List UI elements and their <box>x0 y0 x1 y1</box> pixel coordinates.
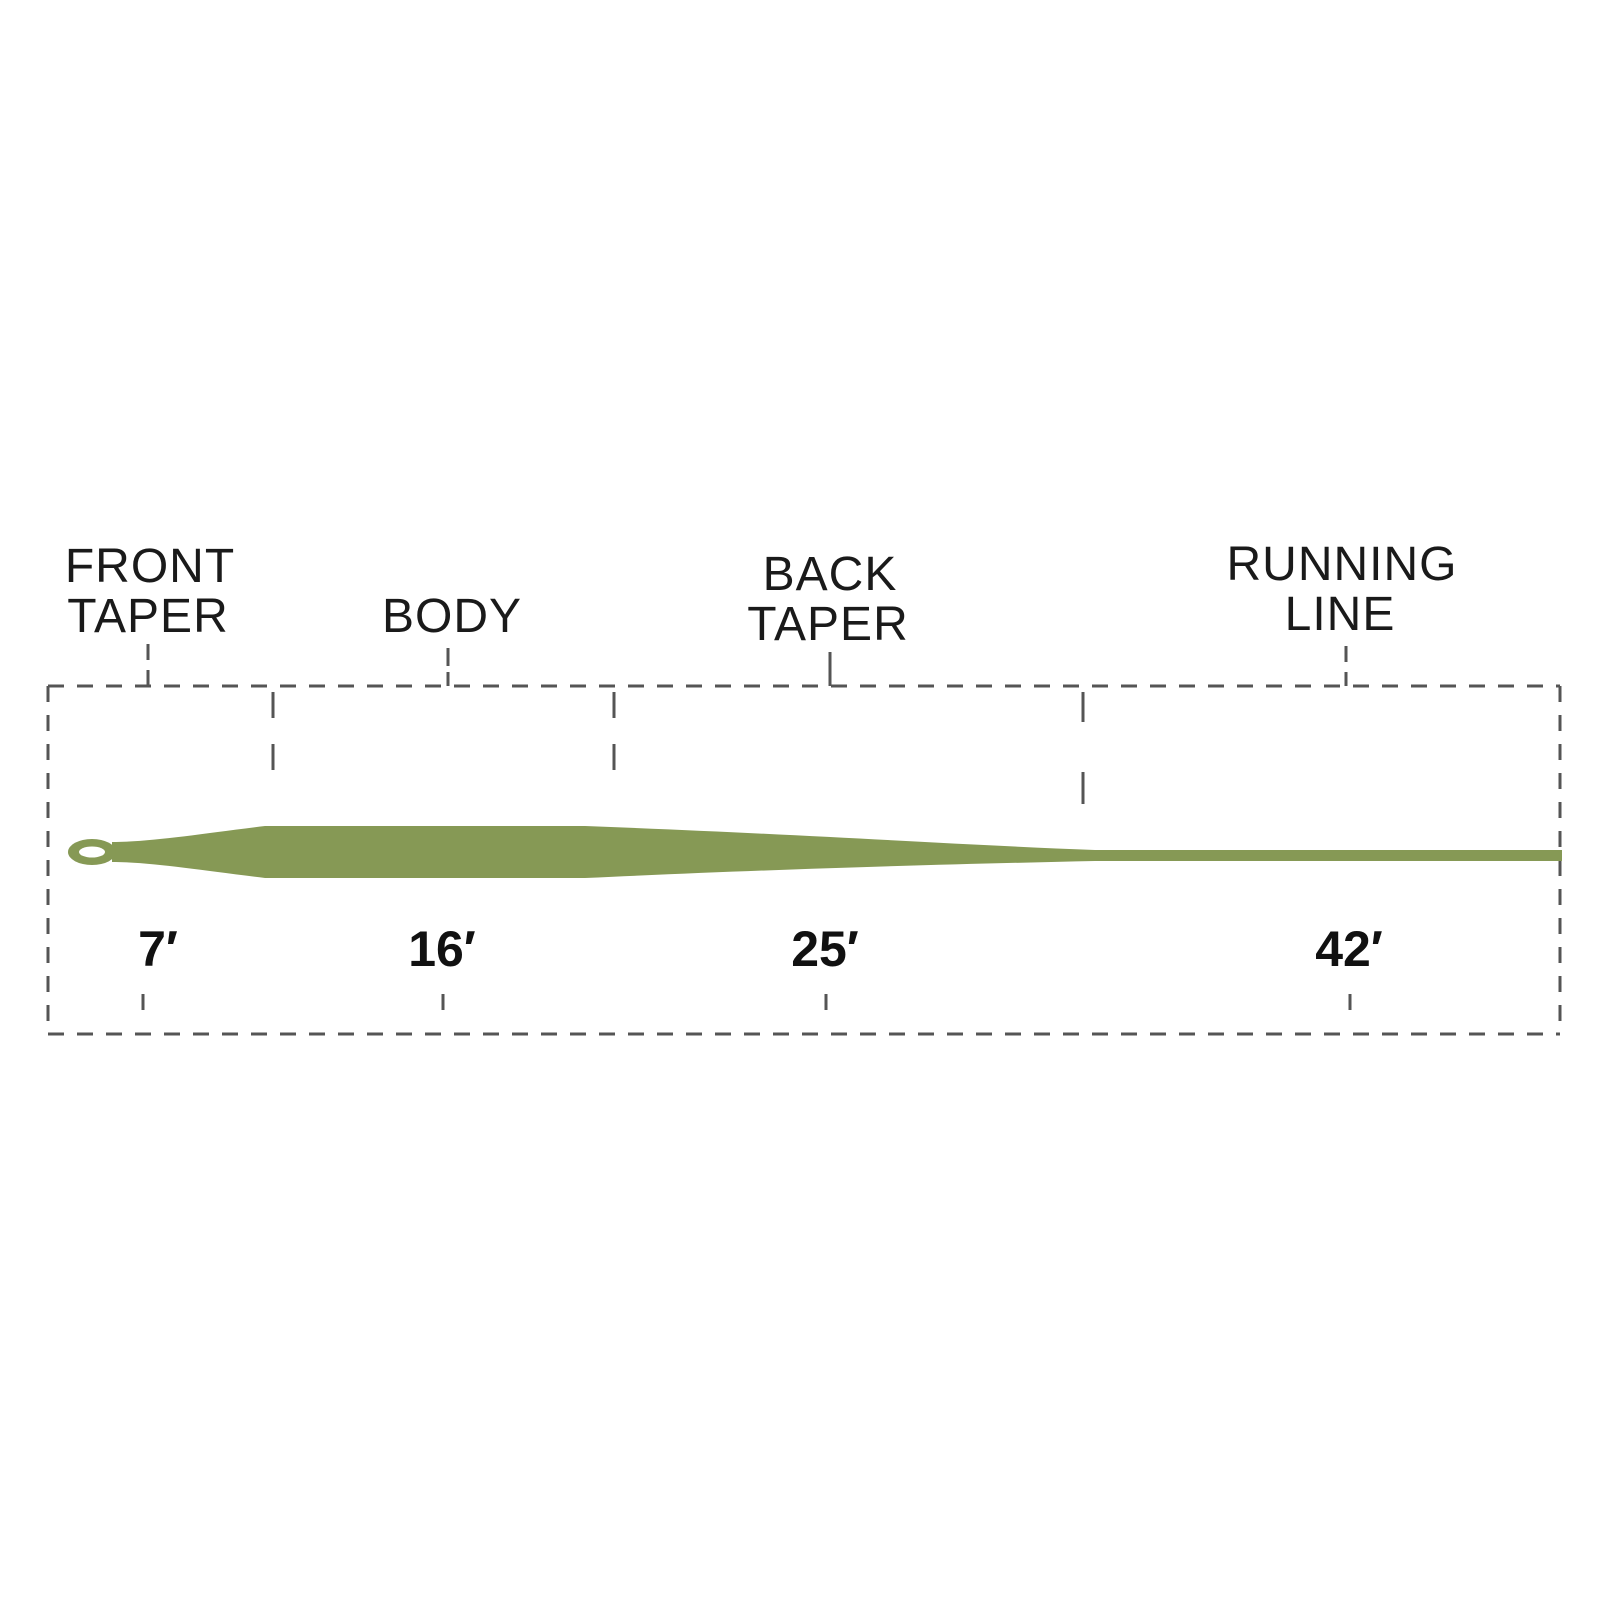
fly-line-body <box>112 826 1562 878</box>
loop-hole <box>79 846 105 858</box>
label-running-line-line1: RUNNING <box>1227 538 1458 591</box>
label-front-taper-line2: TAPER <box>67 590 228 643</box>
fly-line-profile <box>68 826 1562 878</box>
label-front-taper-line1: FRONT <box>65 540 235 593</box>
dashed-frame <box>46 684 1562 1036</box>
label-running-line-line2: LINE <box>1285 588 1396 641</box>
label-body: BODY <box>382 590 522 643</box>
label-back-taper-line1: BACK <box>763 548 898 601</box>
length-front-taper: 7′ <box>138 921 178 977</box>
length-labels: 7′ 16′ 25′ 42′ <box>138 921 1383 977</box>
length-back-taper: 25′ <box>791 921 859 977</box>
length-body: 16′ <box>408 921 476 977</box>
length-running-line: 42′ <box>1315 921 1383 977</box>
bottom-label-ticks <box>141 994 1352 1010</box>
top-label-ticks <box>146 644 1348 686</box>
section-labels: FRONT TAPER BODY BACK TAPER RUNNING LINE <box>65 538 1458 651</box>
label-back-taper-line2: TAPER <box>747 598 908 651</box>
section-dividers <box>271 692 1085 804</box>
